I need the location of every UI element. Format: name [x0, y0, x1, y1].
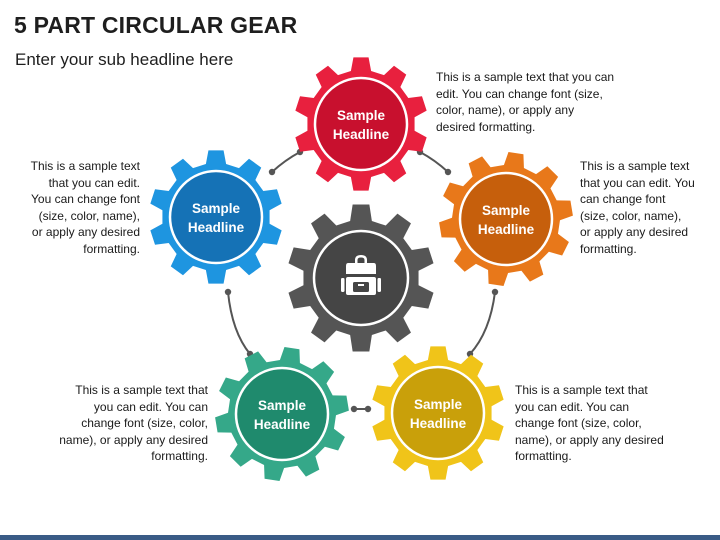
gear-teal-inner: [234, 366, 330, 462]
connectors: [224, 148, 499, 413]
gear-orange-label-line2: Headline: [478, 222, 535, 237]
gear-orange-label-line1: Sample: [482, 203, 531, 218]
note-teal: This is a sample text that you can edit.…: [59, 383, 208, 463]
gear-orange-inner: [458, 171, 554, 267]
connector-orange-yellow: [469, 291, 496, 355]
bottom-bar: [0, 535, 720, 540]
gear-blue-label-line1: Sample: [192, 201, 241, 216]
connector-dot: [224, 288, 232, 296]
slide-subtitle: Enter your sub headline here: [15, 50, 234, 69]
connector-dot: [364, 405, 372, 413]
connector-dot: [268, 168, 276, 176]
connector-blue-teal: [227, 291, 251, 355]
slide-title: 5 PART CIRCULAR GEAR: [14, 12, 298, 38]
note-orange: This is a sample text that you can edit.…: [580, 159, 695, 256]
backpack-icon: [341, 255, 381, 295]
connector-dot: [350, 405, 358, 413]
connector-red-blue: [271, 151, 301, 173]
gear-red-inner: [313, 76, 409, 172]
gear-yellow-label-line1: Sample: [414, 397, 463, 412]
gear-yellow-label-line2: Headline: [410, 416, 467, 431]
note-yellow: This is a sample text that you can edit.…: [515, 383, 664, 463]
gear-red-label-line2: Headline: [333, 127, 390, 142]
note-blue: This is a sample text that you can edit.…: [30, 159, 140, 256]
gear-teal-label-line2: Headline: [254, 417, 311, 432]
gear-blue-label-line2: Headline: [188, 220, 245, 235]
gear-teal-label-line1: Sample: [258, 398, 307, 413]
gear-blue-inner: [168, 169, 264, 265]
note-red: This is a sample text that you can edit.…: [436, 70, 615, 134]
connector-red-orange: [419, 151, 449, 173]
center-gear: [288, 204, 434, 352]
gear-red-label-line1: Sample: [337, 108, 386, 123]
connector-dot: [491, 288, 499, 296]
connector-dot: [444, 168, 452, 176]
gear-yellow-inner: [390, 365, 486, 461]
gears: SampleHeadlineSampleHeadlineSampleHeadli…: [150, 57, 573, 481]
